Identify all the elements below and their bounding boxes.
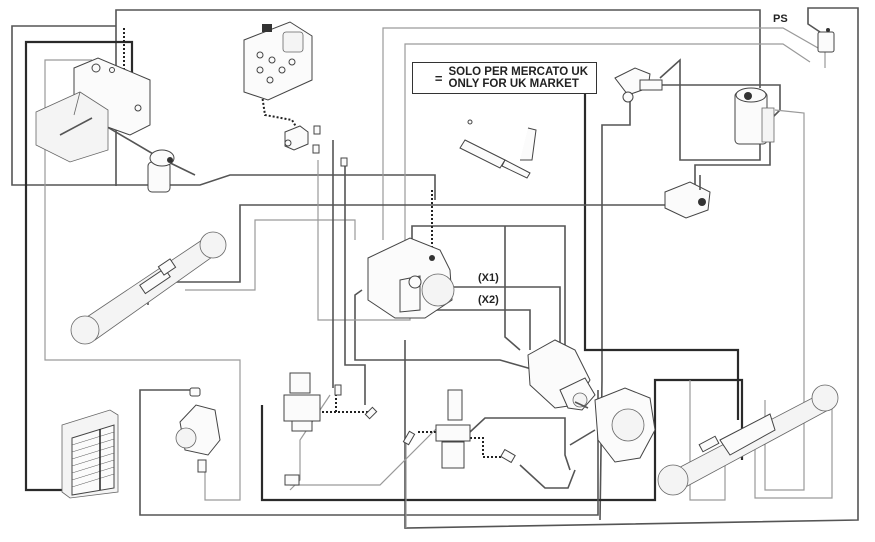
pipe-sol-3 xyxy=(344,160,366,405)
pipe-steer-3 xyxy=(694,138,771,195)
cylinder-icon xyxy=(459,119,537,179)
pipe-gearpump xyxy=(139,389,599,516)
pump-icon xyxy=(367,237,455,319)
sensor-icon xyxy=(284,448,516,486)
uk-market-note: = SOLO PER MERCATO UK ONLY FOR UK MARKET xyxy=(412,62,597,94)
front-axle-icon xyxy=(70,231,227,345)
pipe-ps-2 xyxy=(404,43,811,240)
note-text: SOLO PER MERCATO UK ONLY FOR UK MARKET xyxy=(449,66,589,90)
pressure-switch-icon xyxy=(817,28,835,53)
valve-icon xyxy=(664,175,711,219)
note-line-1: SOLO PER MERCATO UK xyxy=(448,66,589,78)
pipe-top-outer xyxy=(115,9,761,186)
solenoid-valve-icon xyxy=(284,125,348,167)
pipe-cooler-return xyxy=(24,40,134,492)
steering-unit-icon xyxy=(734,87,775,145)
pipe-pump-motor xyxy=(504,226,521,351)
pipe-bottom-thick xyxy=(260,378,744,502)
pipe-rear-2 xyxy=(754,400,833,499)
pipe-center-right xyxy=(469,417,571,471)
port-label-x2: (X2) xyxy=(478,294,499,306)
proportional-valve-icon xyxy=(402,389,471,469)
pipe-steer-1 xyxy=(659,58,761,161)
pipe-pump-top xyxy=(411,225,566,345)
radiator-icon xyxy=(61,409,119,499)
pipe-steer-drain xyxy=(764,109,805,491)
note-symbol: = xyxy=(434,70,443,86)
hydraulic-tank-icon xyxy=(35,57,151,163)
gear-pump-icon xyxy=(175,387,221,473)
pipe-rear-1 xyxy=(689,380,726,501)
priority-valve-icon xyxy=(614,67,663,103)
pipe-ps-1 xyxy=(382,27,826,240)
pipe-drain-left xyxy=(44,59,241,501)
motor-icon xyxy=(527,339,596,411)
port-label-ps: PS xyxy=(773,13,788,25)
rear-axle-icon xyxy=(657,384,839,496)
note-line-2: ONLY FOR UK MARKET xyxy=(448,78,579,90)
pipe-ps-top xyxy=(404,7,859,529)
pipe-left-outer xyxy=(11,25,436,200)
filter-icon xyxy=(147,149,175,193)
pipe-light-center-2 xyxy=(290,424,441,486)
port-label-x1: (X1) xyxy=(478,272,499,284)
pipe-pump-left xyxy=(354,289,536,371)
pipe-x2 xyxy=(400,309,531,350)
pipe-uk-line xyxy=(583,94,740,420)
proportional-valve-icon xyxy=(283,372,378,432)
gearbox-icon xyxy=(569,387,656,463)
pipe-steer-2 xyxy=(660,84,781,121)
pipe-sensor-wire xyxy=(519,464,576,489)
directional-valve-icon xyxy=(243,21,313,101)
wire-center-sensor xyxy=(470,437,502,458)
wire-valve-solenoid xyxy=(261,94,299,131)
pipe-front-axle-2 xyxy=(185,219,356,291)
